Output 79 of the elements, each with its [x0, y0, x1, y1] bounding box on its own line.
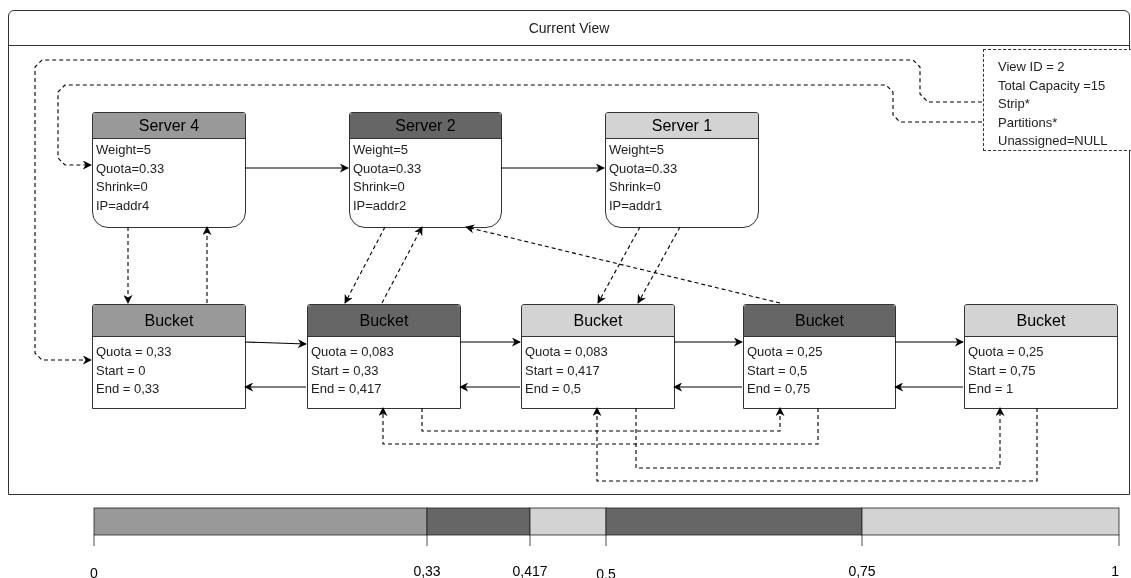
view-info-box — [983, 49, 1131, 151]
card-title: Bucket — [795, 310, 844, 331]
info-line: Partitions* — [998, 113, 1059, 132]
property-line: Weight=5 — [609, 141, 666, 159]
property-line: Quota=0.33 — [96, 159, 166, 178]
property-line: Start = 0 — [96, 361, 147, 380]
axis-label: 0,75 — [848, 562, 876, 578]
property-line: Weight=5 — [96, 141, 153, 159]
arrow — [244, 339, 307, 349]
property-line: Start = 0,75 — [968, 361, 1037, 380]
card-title: Bucket — [359, 310, 409, 331]
dashed-arrow — [57, 84, 983, 170]
property-line: IP=addr4 — [96, 196, 151, 215]
dashed-arrow — [202, 226, 212, 304]
property-line: Shrink=0 — [353, 178, 406, 196]
property-line: Quota=0.33 — [609, 159, 679, 178]
axis-label: 1 — [1111, 562, 1119, 578]
info-line: Total Capacity =15 — [998, 76, 1107, 95]
arrow — [894, 382, 964, 392]
property-line: Quota = 0,25 — [747, 343, 824, 361]
property-line: Shrink=0 — [96, 178, 149, 196]
dashed-arrow — [421, 407, 785, 432]
arrow — [244, 382, 307, 392]
property-line: Quota = 0,25 — [968, 343, 1045, 361]
arrow — [673, 337, 743, 347]
server-card — [92, 112, 246, 228]
property-line: IP=addr2 — [353, 196, 408, 215]
info-line: Unassigned=NULL — [998, 132, 1109, 150]
dashed-arrow — [597, 226, 641, 304]
property-line: Shrink=0 — [609, 178, 662, 196]
property-line: End = 1 — [968, 380, 1015, 398]
bucket-card — [964, 304, 1118, 409]
dashed-arrow — [123, 226, 133, 304]
property-line: End = 0,75 — [747, 380, 812, 398]
property-line: Quota = 0,33 — [96, 343, 173, 361]
property-line: Weight=5 — [353, 141, 410, 159]
axis-label: 0,417 — [512, 562, 548, 578]
property-line: IP=addr1 — [609, 196, 664, 215]
bucket-card — [307, 304, 461, 409]
server-card — [605, 112, 759, 228]
dashed-arrow — [34, 59, 983, 365]
bucket-card — [521, 304, 675, 409]
property-line: Start = 0,5 — [747, 361, 809, 380]
bucket-card — [92, 304, 246, 409]
property-line: End = 0,417 — [311, 380, 383, 398]
axis-label: 0,33 — [413, 562, 441, 578]
info-line: View ID = 2 — [998, 58, 1066, 76]
arrow — [459, 382, 521, 392]
dashed-arrow — [592, 407, 1038, 482]
card-title: Server 4 — [138, 115, 200, 136]
card-title: Server 1 — [651, 115, 713, 136]
axis-label: 0 — [90, 564, 98, 578]
property-line: End = 0,5 — [525, 380, 583, 398]
property-line: End = 0,33 — [96, 380, 161, 398]
dashed-arrow — [465, 224, 781, 304]
arrow — [500, 163, 605, 173]
arrow — [673, 382, 743, 392]
property-line: Quota = 0,083 — [525, 343, 609, 361]
arrow — [244, 163, 349, 173]
bucket-card — [743, 304, 896, 409]
arrow — [894, 337, 964, 347]
dashed-arrow — [381, 226, 423, 304]
property-line: Quota = 0,083 — [311, 343, 395, 361]
view-frame — [8, 10, 1130, 495]
property-line: Start = 0,33 — [311, 361, 380, 380]
dashed-arrow — [378, 407, 819, 445]
card-title: Bucket — [573, 310, 623, 331]
card-title: Bucket — [144, 310, 194, 331]
property-line: Quota=0.33 — [353, 159, 423, 178]
card-title: Bucket — [1016, 310, 1066, 331]
arrow — [459, 337, 521, 347]
frame-title: Current View — [9, 11, 1129, 46]
card-title: Server 2 — [395, 115, 456, 136]
server-card — [349, 112, 502, 228]
dashed-arrow — [344, 226, 386, 304]
dashed-arrow — [635, 407, 1005, 469]
dashed-arrow — [637, 226, 681, 304]
info-line: Strip* — [998, 95, 1031, 113]
property-line: Start = 0,417 — [525, 361, 601, 380]
